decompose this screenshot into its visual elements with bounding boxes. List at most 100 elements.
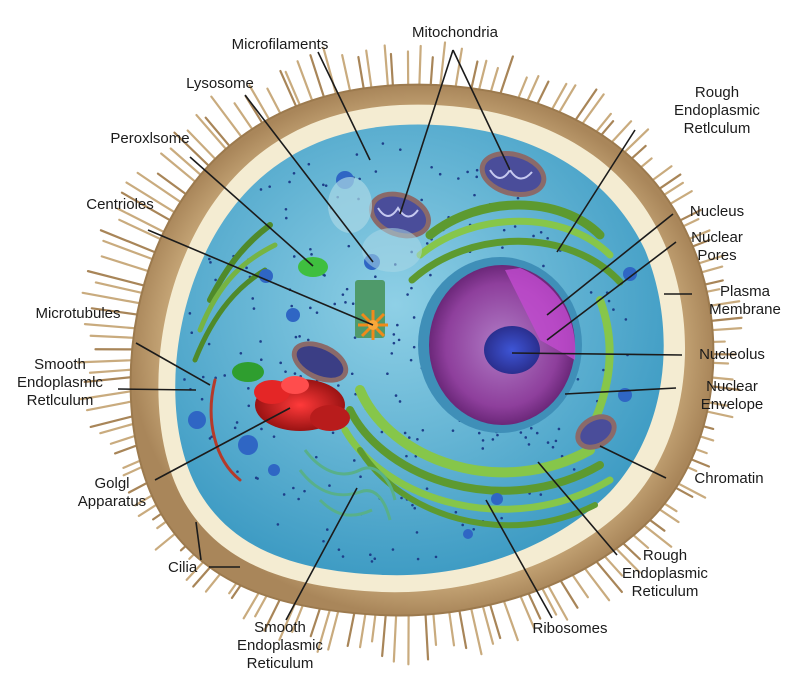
ribosome-dot [573,468,576,471]
cilium [85,324,140,329]
label-peroxisome: Peroxlsome [80,130,220,148]
ribosome-dot [346,288,349,291]
ribosome-dot [316,311,319,314]
centriole-shape [355,280,388,340]
ribosome-dot [298,335,301,338]
ribosome-dot [293,172,296,175]
ribosome-dot [392,548,395,551]
ribosome-dot [517,197,520,200]
ribosome-dot [273,435,276,438]
ribosome-dot [344,301,347,304]
ribosome-dot [251,297,254,300]
ribosome-dot [457,177,460,180]
label-nuclear-pores: Nuclear Pores [662,229,772,265]
ribosome-dot [393,333,396,336]
label-microtubules: Microtubules [8,305,148,323]
ribosome-dot [492,438,495,441]
ribosome-dot [473,194,476,197]
ribosome-dot [608,300,611,303]
ribosome-dot [547,441,550,444]
label-centrioles: Centrioles [50,196,190,214]
ribosome-dot [342,555,345,558]
ribosome-dot [411,504,414,507]
ribosome-dot [625,318,628,321]
ribosome-dot [297,498,300,501]
label-lysosome: Lysosome [150,75,290,93]
ribosome-dot [294,372,297,375]
ribosome-dot [413,507,416,510]
ribosome-dot [245,267,248,270]
ribosome-dot [503,229,506,232]
ribosome-dot [478,432,481,435]
ribosome-dot [325,184,328,187]
ribosome-dot [612,308,615,311]
ribosome-dot [396,324,399,327]
ribosome-dot [435,556,438,559]
ribosome-dot [514,225,517,228]
ribosome-dot [277,523,280,526]
ribosome-dot [410,287,413,290]
ribosome-dot [183,378,186,381]
ribosome-dot [322,540,325,543]
label-ribosomes: Ribosomes [500,620,640,638]
ribosome-dot [351,372,354,375]
ribosome-dot [530,427,533,430]
ribosome-dot [395,394,398,397]
ribosome-dot [476,169,479,172]
ribosome-dot [189,312,192,315]
ribosome-dot [532,235,535,238]
ribosome-dot [542,265,545,268]
ribosome-dot [373,557,376,560]
ribosome-dot [256,477,259,480]
cilium [88,271,148,286]
ribosome-dot [347,245,350,248]
ribosome-dot [393,342,396,345]
ribosome-dot [307,339,310,342]
ribosome-dot [236,421,239,424]
ribosome-dot [500,517,503,520]
ribosome-dot [214,279,217,282]
ribosome-dot [322,183,325,186]
label-golgi: Golgl Apparatus [52,475,172,511]
ribosome-dot [422,429,425,432]
label-microfilaments: Microfilaments [205,36,355,54]
ribosome-dot [308,163,311,166]
ribosome-dot [426,242,429,245]
ribosome-dot [466,171,469,174]
ribosome-dot [375,170,378,173]
cilium [83,293,144,304]
ribosome-dot [417,558,420,561]
ribosome-dot [399,400,402,403]
ribosome-dot [293,255,296,258]
ribosome-dot [310,253,313,256]
ribosome-dot [540,231,543,234]
ribosome-dot [356,153,359,156]
ribosome-dot [386,372,389,375]
ribosome-dot [309,248,312,251]
ribosome-dot [398,339,401,342]
ribosome-dot [223,374,226,377]
vacuole-2 [362,228,422,272]
ribosome-dot [472,528,475,531]
vacuole [328,177,372,233]
ribosome-dot [288,181,291,184]
ribosome-dot [283,493,286,496]
ribosome-dot [382,142,385,145]
ribosome-dot [303,490,306,493]
ribosome-dot [420,199,423,202]
ribosome-dot [202,376,205,379]
ribosome-dot [190,331,193,334]
label-mitochondria: Mitochondria [380,24,530,42]
ribosome-dot [260,358,263,361]
ribosome-dot [408,436,411,439]
ribosome-dot [342,293,345,296]
ribosome-dot [309,307,312,310]
ribosome-dot [528,443,531,446]
ribosome-dot [247,387,250,390]
cilium [119,220,165,242]
ribosome-dot [295,336,298,339]
ribosome-dot [353,459,356,462]
ribosome-dot [315,456,318,459]
ribosome-dot [209,437,212,440]
